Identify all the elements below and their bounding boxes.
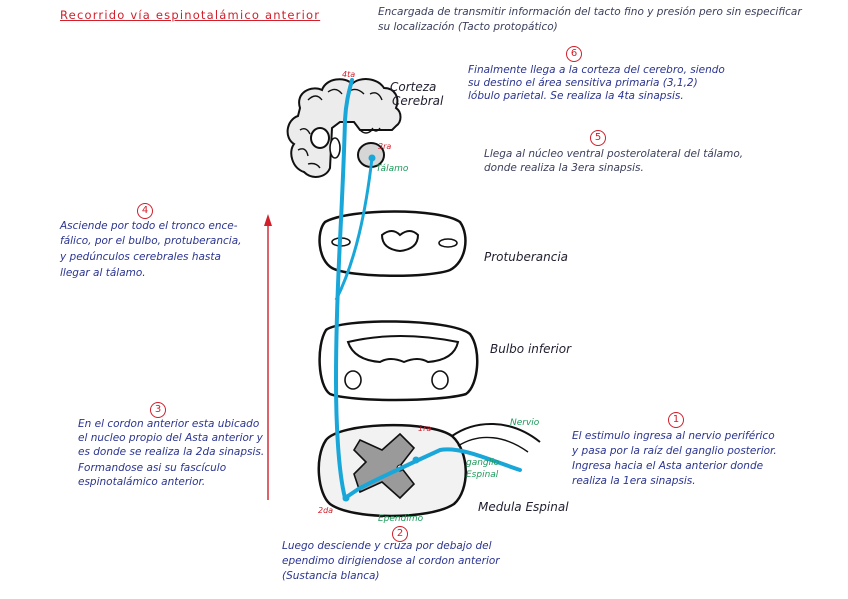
step-2-line-3: (Sustancia blanca) [282,570,380,582]
first-synapse-label: 1ra [418,424,431,433]
step-3-number: 3 [150,402,166,418]
step-4-line-4: llegar al tálamo. [60,267,146,279]
step-4-line-3: y pedúnculos cerebrales hasta [60,251,221,263]
ependimo-label: Ependimo [378,514,423,525]
step-1-line-2: y pasa por la raíz del ganglio posterior… [572,445,777,457]
ganglio-label-2: Espinal [466,470,498,481]
nervio-label: Nervio [510,418,539,429]
step-2-line-1: Luego desciende y cruza por debajo del [282,540,492,552]
step-1-number: 1 [668,412,684,428]
third-synapse-label: 3ra [378,142,391,151]
ascending-arrow [264,214,272,500]
talamo-label: Tálamo [376,164,408,175]
step-3-line-4: Formandose asi su fascículo [78,462,226,474]
step-5-line-1: Llega al núcleo ventral posterolateral d… [484,148,743,160]
step-4-line-2: fálico, por el bulbo, protuberancia, [60,235,241,247]
corteza-label-1: Corteza [390,80,436,94]
step-6-line-1: Finalmente llega a la corteza del cerebr… [468,64,725,76]
step-5-line-2: donde realiza la 3era sinapsis. [484,162,644,174]
step-6-number: 6 [566,46,582,62]
corteza-label-2: Cerebral [392,94,443,108]
step-1-line-1: El estimulo ingresa al nervio periférico [572,430,775,442]
bulbo-drawing [320,321,478,400]
step-4-number: 4 [137,203,153,219]
step-3-line-1: En el cordon anterior esta ubicado [78,418,259,430]
protuberancia-label: Protuberancia [484,250,568,264]
step-3-line-5: espinotalámico anterior. [78,476,205,488]
step-4-line-1: Asciende por todo el tronco ence- [60,220,238,232]
step-1-line-4: realiza la 1era sinapsis. [572,475,696,487]
ganglio-label-1: ganglio [466,458,499,469]
fourth-synapse-label: 4ta [342,70,355,79]
step-6-line-3: lóbulo parietal. Se realiza la 4ta sinap… [468,90,684,102]
step-1-line-3: Ingresa hacia el Asta anterior donde [572,460,763,472]
bulbo-label: Bulbo inferior [490,342,571,356]
step-6-line-2: su destino el área sensitiva primaria (3… [468,77,698,89]
step-5-number: 5 [590,130,606,146]
medula-label: Medula Espinal [478,500,569,514]
step-3-line-2: el nucleo propio del Asta anterior y [78,432,263,444]
step-3-line-3: es donde se realiza la 2da sinapsis. [78,446,264,458]
second-synapse-label: 2da [318,506,333,515]
step-2-line-2: ependimo dirigiendose al cordon anterior [282,555,500,567]
